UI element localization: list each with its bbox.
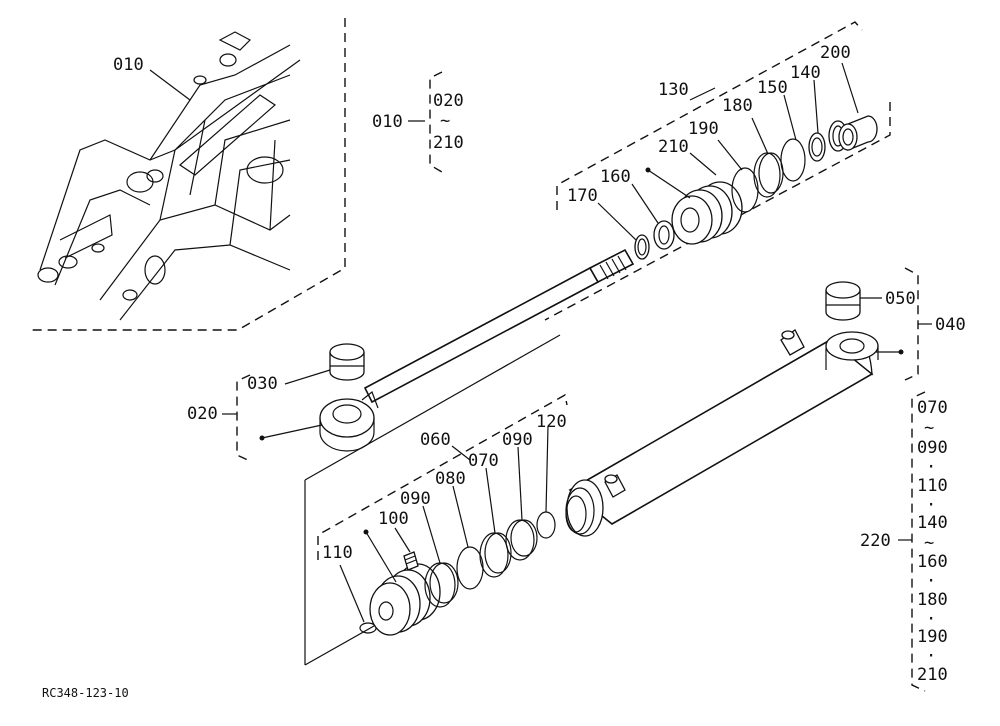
bracket-010 (429, 71, 443, 173)
piston-rod (319, 248, 635, 452)
leader-020 (261, 424, 323, 439)
ring-070-inner (484, 532, 512, 574)
o-ring-080 (456, 546, 484, 590)
label-140: 140 (790, 63, 821, 83)
list-220-sep-2: · (926, 495, 936, 515)
label-070: 070 (468, 451, 499, 471)
label-110: 110 (322, 543, 353, 563)
dot-piston (363, 529, 369, 535)
label-090-lower: 090 (400, 489, 431, 509)
dot-040 (898, 349, 904, 355)
piston (369, 563, 441, 636)
leader-210 (689, 152, 717, 176)
ring-090-lower-inner (429, 562, 459, 604)
kit-060-box-upper (304, 334, 561, 481)
label-210: 210 (658, 137, 689, 157)
list-220-sep-1: · (926, 457, 936, 477)
label-180: 180 (722, 96, 753, 116)
leader-130 (689, 87, 716, 101)
list-220-tilde-1: ~ (924, 418, 934, 438)
list-220-180: 180 (917, 590, 948, 610)
leader-060 (451, 445, 471, 461)
bracket-020 (236, 374, 251, 462)
list-220-sep-5: · (926, 646, 936, 666)
leader-120 (545, 425, 549, 513)
label-030: 030 (247, 374, 278, 394)
label-010-inset: 010 (113, 55, 144, 75)
label-080: 080 (435, 469, 466, 489)
label-150: 150 (757, 78, 788, 98)
list-220-110: 110 (917, 476, 948, 496)
leader-170 (597, 202, 637, 241)
bushing-050 (825, 281, 861, 321)
list-220-210: 210 (917, 665, 948, 685)
figure-code: RC348-123-10 (42, 686, 129, 700)
leader-200 (841, 62, 859, 114)
dot-210 (645, 167, 651, 173)
leader-160 (631, 183, 659, 224)
cylinder-tube (565, 329, 879, 537)
label-060: 060 (420, 430, 451, 450)
kit-130-box-bottom (544, 102, 891, 321)
leader-010-inset (149, 69, 191, 101)
leader-100 (394, 527, 411, 553)
label-130: 130 (658, 80, 689, 100)
list-220-tilde-2: ~ (924, 533, 934, 553)
label-100: 100 (378, 509, 409, 529)
list-220-190: 190 (917, 627, 948, 647)
label-190: 190 (688, 119, 719, 139)
leader-110 (339, 564, 365, 623)
list-220-160: 160 (917, 552, 948, 572)
o-ring-150 (780, 138, 806, 182)
seal-170 (634, 234, 650, 260)
list-220-sep-3: · (926, 571, 936, 591)
bracket-220 (911, 391, 926, 692)
o-ring-120 (536, 511, 556, 539)
leader-090-lower (422, 505, 441, 564)
list-220-140: 140 (917, 513, 948, 533)
label-090-upper: 090 (502, 430, 533, 450)
range-tilde-010: ~ (440, 111, 450, 131)
label-200: 200 (820, 43, 851, 63)
boom-frame-inset (30, 18, 346, 331)
leader-150 (783, 94, 797, 141)
bracket-040 (904, 267, 919, 381)
ring-090-upper (505, 519, 535, 561)
leader-140 (813, 79, 819, 134)
list-220-090: 090 (917, 438, 948, 458)
leader-080 (452, 485, 469, 548)
leader-070 (485, 467, 496, 534)
label-020-range-start: 020 (433, 91, 464, 111)
bushing-200 (838, 115, 878, 151)
list-220-070: 070 (917, 398, 948, 418)
leader-090-upper (517, 446, 523, 521)
seal-160 (653, 220, 675, 250)
label-170: 170 (567, 186, 598, 206)
label-010-assembly: 010 (372, 112, 403, 132)
leader-210-head (647, 169, 691, 199)
label-220: 220 (860, 531, 891, 551)
label-120: 120 (536, 412, 567, 432)
cylinder-head-210 (671, 181, 743, 245)
ring-090-upper-inner (510, 519, 538, 557)
set-screw-100 (403, 551, 419, 571)
leader-030 (284, 369, 331, 385)
ring-070 (479, 532, 509, 578)
seal-140 (808, 132, 826, 162)
label-210-range-end: 210 (433, 133, 464, 153)
list-220-sep-4: · (926, 609, 936, 629)
kit-060-box-top (317, 393, 568, 560)
bushing-030 (329, 343, 365, 381)
label-160: 160 (600, 167, 631, 187)
leader-180 (751, 117, 769, 155)
label-020: 020 (187, 404, 218, 424)
leader-190 (717, 139, 743, 171)
label-040: 040 (935, 315, 966, 335)
label-050: 050 (885, 289, 916, 309)
dot-020 (259, 435, 265, 441)
leader-piston (365, 531, 397, 583)
